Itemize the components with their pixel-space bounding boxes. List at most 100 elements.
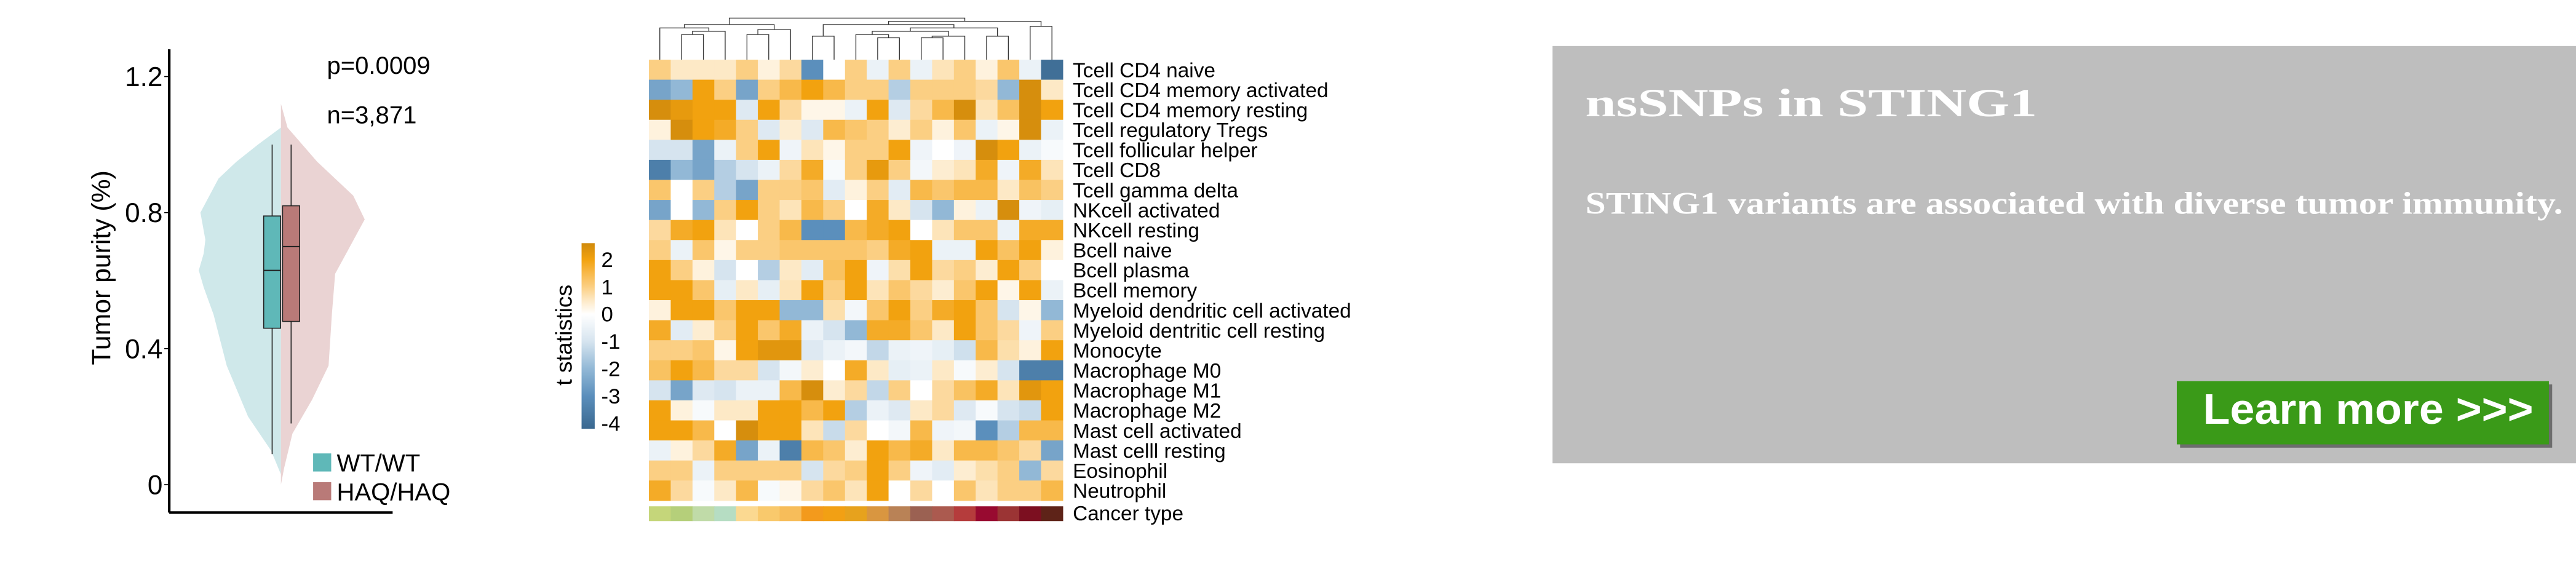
heatmap-cell [976, 320, 998, 341]
heatmap-cell [997, 300, 1020, 321]
heatmap-cell [910, 240, 932, 261]
heatmap-cell [976, 360, 998, 381]
cancer-type-cell [670, 506, 693, 522]
heatmap-cell [888, 300, 911, 321]
heatmap-cell [845, 200, 867, 221]
heatmap-cell [1041, 119, 1063, 140]
heatmap-cell [976, 180, 998, 201]
row-label: Myeloid dentritic cell resting [1073, 320, 1325, 343]
heatmap-cell [845, 119, 867, 140]
heatmap-cell [953, 300, 976, 321]
heatmap-cell [1041, 240, 1063, 261]
heatmap-cell [997, 159, 1020, 181]
heatmap-cell [1019, 440, 1042, 461]
heatmap-cell [976, 240, 998, 261]
heatmap-cell [736, 460, 758, 481]
heatmap-cell [1041, 200, 1063, 221]
heatmap-cell [888, 480, 911, 501]
button-background[interactable] [2176, 381, 2549, 445]
heatmap-cell [910, 119, 932, 140]
heatmap-cell [932, 320, 955, 341]
heatmap-cell [997, 200, 1020, 221]
heatmap-cell [1019, 460, 1042, 481]
heatmap-cell [714, 180, 737, 201]
colorbar-tick-label: -3 [602, 385, 621, 408]
heatmap-cell [867, 420, 889, 441]
heatmap-cell [953, 400, 976, 421]
heatmap-cell [801, 280, 824, 301]
heatmap-cell [976, 460, 998, 481]
heatmap-cell [736, 320, 758, 341]
y-ticks: 00.40.81.2 [125, 62, 170, 500]
heatmap-cell [670, 79, 693, 100]
heatmap-cell [714, 440, 737, 461]
heatmap-cell [932, 420, 955, 441]
heatmap-cell [823, 159, 846, 181]
heatmap-cell [953, 59, 976, 81]
heatmap-cell [714, 340, 737, 361]
heatmap-cell [845, 420, 867, 441]
row-label: Tcell follicular helper [1073, 140, 1258, 162]
legend-label-haq: HAQ/HAQ [337, 479, 451, 506]
heatmap-cell [823, 280, 846, 301]
heatmap-cell [1019, 220, 1042, 240]
heatmap-cell [867, 340, 889, 361]
promo-banner: nsSNPs in STING1 STING1 variants are ass… [1552, 46, 2576, 464]
heatmap-cell [1019, 240, 1042, 261]
row-label: Mast celll resting [1073, 440, 1226, 463]
heatmap-cell [758, 59, 781, 81]
heatmap-cell [867, 159, 889, 181]
heatmap-cell [670, 260, 693, 280]
heatmap-cell [823, 119, 846, 140]
heatmap-cell [997, 280, 1020, 301]
violin-chart: 00.40.81.2 Tumor purity (%) p=0.0009 n=3… [87, 49, 451, 514]
heatmap-cell [758, 480, 781, 501]
row-label: Myeloid dendritic cell activated [1073, 300, 1351, 322]
heatmap-cell [736, 360, 758, 381]
cancer-type-cell [845, 506, 867, 522]
row-label: Bcell memory [1073, 280, 1197, 303]
heatmap-cell [953, 260, 976, 280]
heatmap-cell [758, 360, 781, 381]
heatmap-cell [932, 240, 955, 261]
heatmap-cell [649, 280, 671, 301]
heatmap-cell [888, 340, 911, 361]
heatmap-cell [845, 260, 867, 280]
heatmap-cell [801, 220, 824, 240]
heatmap-cell [801, 380, 824, 401]
heatmap-cell [736, 260, 758, 280]
heatmap-cell [758, 320, 781, 341]
row-label: Tcell CD4 memory resting [1073, 99, 1308, 122]
dendrogram-branch [888, 21, 1042, 26]
column-dendrogram [659, 17, 1052, 60]
heatmap-cell [976, 400, 998, 421]
cancer-type-cell [997, 506, 1020, 522]
heatmap-cell [692, 460, 715, 481]
learn-more-label[interactable]: Learn more >>> [2203, 385, 2534, 433]
heatmap-cell [692, 440, 715, 461]
colorbar-tick-label: -4 [602, 412, 621, 435]
heatmap-cell [976, 100, 998, 121]
heatmap-cell [867, 220, 889, 240]
heatmap-cell [823, 79, 846, 100]
heatmap-cell [953, 159, 976, 181]
heatmap-cell [867, 460, 889, 481]
heatmap-cell [801, 59, 824, 81]
heatmap-cell [932, 360, 955, 381]
y-tick-label: 0.4 [125, 334, 162, 364]
learn-more-button[interactable]: Learn more >>> [2176, 381, 2553, 448]
heatmap-cell [1041, 320, 1063, 341]
heatmap-cell [888, 119, 911, 140]
heatmap-cell [670, 240, 693, 261]
heatmap-cell [1019, 119, 1042, 140]
heatmap-cell [953, 100, 976, 121]
heatmap-cell [845, 440, 867, 461]
legend-swatch-haq [313, 482, 332, 501]
heatmap-cell [801, 79, 824, 100]
heatmap-cell [801, 140, 824, 161]
heatmap-cell [932, 100, 955, 121]
heatmap-cell [1019, 420, 1042, 441]
heatmap-cell [779, 320, 802, 341]
